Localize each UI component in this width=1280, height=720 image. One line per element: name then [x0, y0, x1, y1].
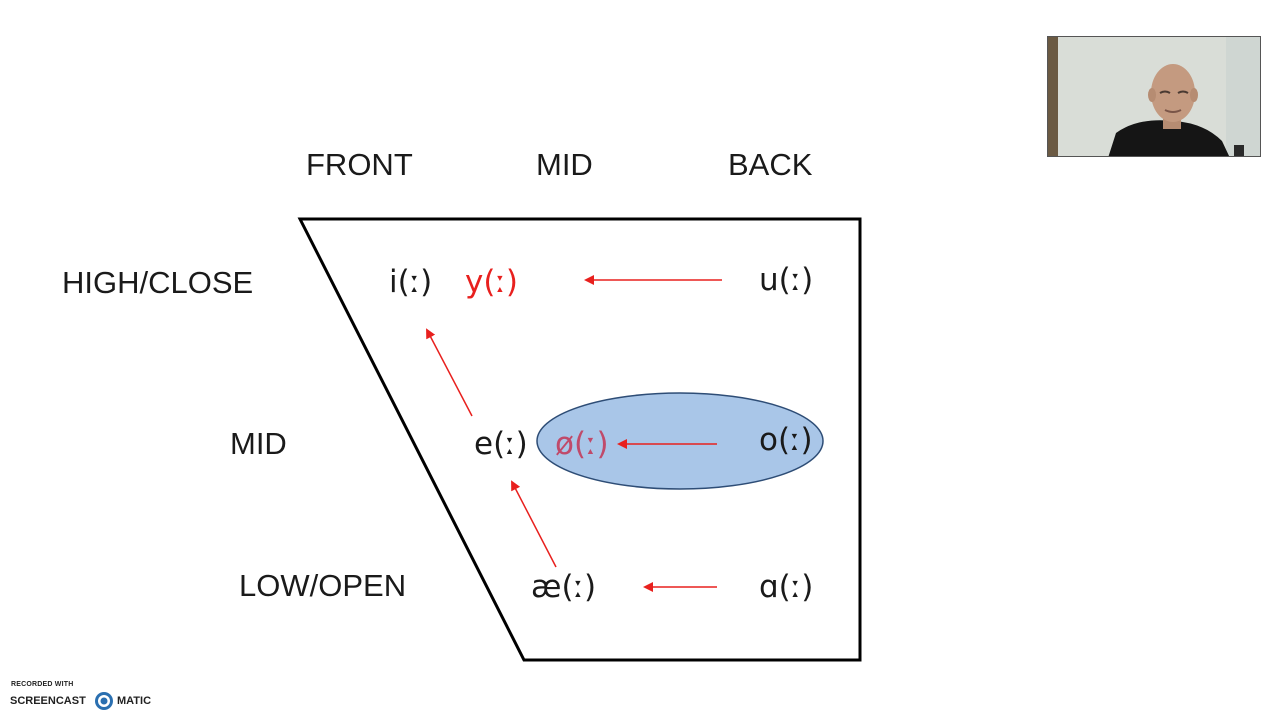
vowel-a: ɑ(ː)	[759, 569, 813, 605]
screencast-logo-icon	[94, 691, 114, 711]
vowel-ae: æ(ː)	[531, 569, 596, 605]
webcam-overlay	[1047, 36, 1261, 157]
column-label-back: BACK	[728, 147, 813, 182]
vowel-u: u(ː)	[759, 262, 813, 298]
row-label-mid: MID	[230, 426, 287, 461]
watermark-recorded-text: RECORDED WITH	[11, 681, 74, 688]
row-label-high-close: HIGH/CLOSE	[62, 265, 253, 300]
vowel-y: y(ː)	[465, 264, 518, 300]
vowel-e: e(ː)	[474, 426, 528, 462]
shift-arrow-e-to-i	[427, 330, 472, 416]
presenter-image	[1048, 37, 1261, 157]
watermark-brand-left: SCREENCAST	[10, 695, 86, 707]
vowel-o-umlaut: ø(ː)	[555, 426, 609, 462]
column-label-front: FRONT	[306, 147, 413, 182]
vowel-i: i(ː)	[389, 264, 432, 300]
watermark-brand-right: MATIC	[117, 695, 151, 707]
shift-arrow-ae-to-e	[512, 482, 556, 567]
column-label-mid: MID	[536, 147, 593, 182]
row-label-low-open: LOW/OPEN	[239, 568, 406, 603]
screencast-watermark: RECORDED WITH SCREENCAST MATIC	[10, 681, 170, 715]
vowel-o: o(ː)	[759, 422, 813, 458]
